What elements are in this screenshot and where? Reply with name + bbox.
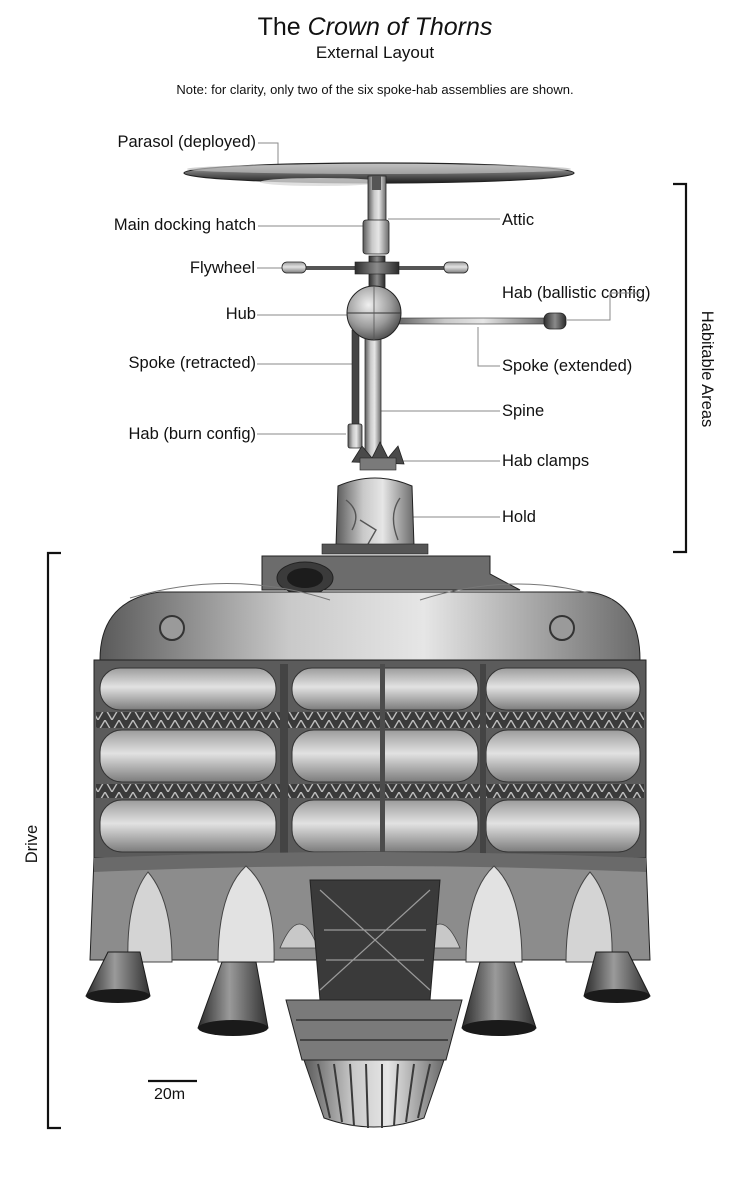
label-attic: Attic (502, 211, 535, 229)
scale-bar-label: 20m (154, 1086, 186, 1103)
hub-sphere (346, 285, 402, 341)
attic-section (362, 175, 390, 293)
diagram-title: The Crown of Thorns (0, 12, 750, 42)
label-main-docking-hatch: Main docking hatch (113, 216, 256, 234)
label-spoke-extended: Spoke (extended) (502, 357, 633, 375)
leader-lines (257, 142, 640, 518)
label-hub: Hub (225, 305, 256, 323)
label-spine: Spine (502, 402, 545, 420)
diagram-note: Note: for clarity, only two of the six s… (176, 82, 574, 97)
spoke-retracted (347, 329, 363, 449)
diagram-subtitle: External Layout (315, 43, 435, 62)
label-hab-clamps: Hab clamps (502, 452, 590, 470)
label-flywheel: Flywheel (189, 259, 255, 277)
flywheel (281, 261, 469, 275)
label-parasol: Parasol (deployed) (117, 133, 257, 151)
engine-nozzles (85, 951, 651, 1036)
label-spoke-retracted: Spoke (retracted) (128, 354, 256, 372)
spine (364, 319, 382, 461)
bracket-drive (46, 551, 61, 1130)
aft-reactor (285, 999, 463, 1129)
parasol-disc (183, 162, 575, 186)
hab-clamps (351, 441, 405, 471)
hold-cylinder (321, 477, 429, 555)
label-hab-burn-config: Hab (burn config) (128, 425, 256, 443)
bracket-habitable-areas (673, 182, 688, 554)
label-hold: Hold (502, 508, 536, 526)
drive-section (89, 555, 651, 1001)
title-prefix: The (257, 13, 308, 41)
propellant-tanks (96, 664, 644, 860)
label-hab-ballistic-config: Hab (ballistic config) (502, 284, 651, 302)
spoke-extended (391, 312, 567, 330)
ship-name: Crown of Thorns (307, 13, 493, 41)
